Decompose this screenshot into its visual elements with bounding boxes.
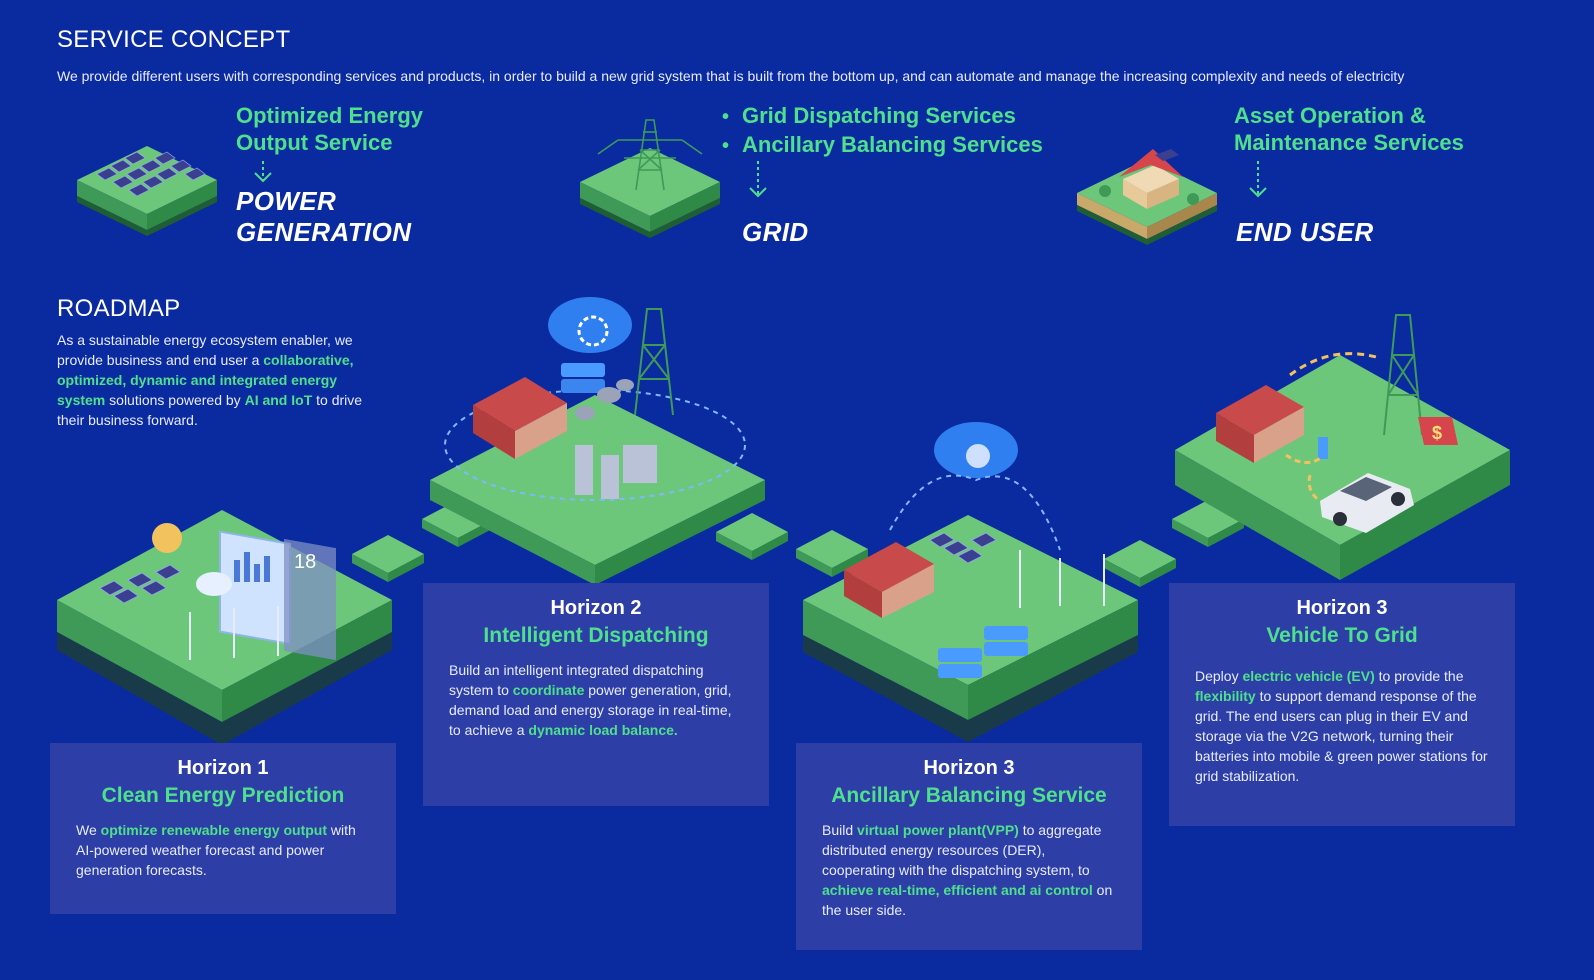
roadmap-highlight: AI and IoT: [244, 392, 313, 408]
connector-tile: [352, 535, 424, 582]
connector-tile: [1104, 540, 1176, 587]
grid-label: GRID: [742, 217, 809, 248]
card-horizon-label: Horizon 3: [923, 757, 1015, 779]
card-title: Vehicle To Grid: [1266, 624, 1418, 647]
horizon2-platform-illustration: [430, 297, 765, 585]
roadmap-highlight: collaborative, optimized, dynamic and in…: [57, 352, 354, 408]
grid-services-list: Grid Dispatching Services Ancillary Bala…: [722, 102, 1043, 160]
service-title-line: Maintenance Services: [1234, 130, 1464, 155]
service-concept-heading: SERVICE CONCEPT: [57, 26, 291, 53]
dashed-arrow-down-icon: [1247, 160, 1269, 200]
roadmap-heading: ROADMAP: [57, 295, 181, 322]
screen-number: 18: [294, 551, 316, 573]
service-title-line: Output Service: [236, 130, 393, 155]
dollar-sign: $: [1432, 423, 1442, 443]
service-title-line: Asset Operation &: [1234, 103, 1426, 128]
desc-text: power generation, grid, demand load and …: [449, 682, 732, 738]
roadmap-text: solutions powered by: [105, 392, 245, 408]
card-horizon-label: Horizon 3: [1296, 597, 1388, 619]
desc-text: Build: [822, 822, 858, 838]
card-horizon3-ancillary-balancing: Horizon 3 Ancillary Balancing Service Bu…: [796, 743, 1142, 950]
service-title-line: Optimized Energy: [236, 103, 424, 128]
card-description: Build an intelligent integrated dispatch…: [449, 660, 743, 740]
bullet-grid-dispatching: Grid Dispatching Services: [722, 102, 1043, 131]
horizon3-v2g-platform-illustration: $: [1175, 314, 1510, 580]
dashed-arrow-down-icon: [252, 160, 274, 184]
card-description: Build virtual power plant(VPP) to aggreg…: [822, 820, 1116, 920]
target-line: END USER: [1236, 217, 1374, 247]
card-horizon1-clean-energy: Horizon 1 Clean Energy Prediction We opt…: [50, 743, 396, 914]
card-horizon3-vehicle-to-grid: Horizon 3 Vehicle To Grid Deploy electri…: [1169, 583, 1515, 826]
card-horizon2-intelligent-dispatching: Horizon 2 Intelligent Dispatching Build …: [423, 583, 769, 806]
desc-text: to support demand response of the grid. …: [1195, 688, 1488, 784]
desc-highlight: coordinate: [512, 682, 585, 698]
desc-highlight: electric vehicle (EV): [1242, 668, 1375, 684]
roadmap-text: As a sustainable energy ecosystem enable…: [57, 332, 353, 368]
asset-operation-service-title: Asset Operation & Maintenance Services: [1234, 102, 1464, 156]
card-title: Clean Energy Prediction: [101, 784, 345, 807]
card-title: Intelligent Dispatching: [483, 624, 709, 647]
card-description: Deploy electric vehicle (EV) to provide …: [1195, 666, 1489, 786]
roadmap-text: to drive their business forward.: [57, 392, 363, 428]
desc-highlight: virtual power plant(VPP): [857, 822, 1019, 838]
end-user-label: END USER: [1236, 217, 1374, 248]
desc-text: with AI-powered weather forecast and pow…: [76, 822, 356, 878]
desc-text: on the user side.: [822, 882, 1113, 918]
desc-highlight: optimize renewable energy output: [100, 822, 328, 838]
power-generation-label: POWER GENERATION: [236, 186, 411, 248]
card-horizon-label: Horizon 1: [177, 757, 269, 779]
roadmap-description: As a sustainable energy ecosystem enable…: [57, 330, 382, 430]
target-line: GENERATION: [236, 217, 412, 247]
card-title: Ancillary Balancing Service: [831, 784, 1107, 807]
solar-farm-tile-illustration: [77, 146, 217, 236]
connector-tile: [716, 513, 788, 560]
card-description: We optimize renewable energy output with…: [76, 820, 370, 880]
service-intro: We provide different users with correspo…: [57, 68, 1405, 84]
horizon1-platform-illustration: 18: [57, 510, 392, 745]
bullet-ancillary-balancing: Ancillary Balancing Services: [722, 131, 1043, 160]
desc-highlight: flexibility: [1195, 688, 1256, 704]
target-line: GRID: [742, 217, 809, 247]
house-tile-illustration: [1077, 149, 1217, 245]
desc-text: to aggregate distributed energy resource…: [822, 822, 1102, 878]
desc-text: We: [76, 822, 101, 838]
card-horizon-label: Horizon 2: [550, 597, 642, 619]
desc-text: to provide the: [1374, 668, 1464, 684]
desc-text: Deploy: [1195, 668, 1243, 684]
desc-text: Build an intelligent integrated dispatch…: [449, 662, 704, 698]
horizon3-ancillary-platform-illustration: [803, 422, 1138, 742]
transmission-tower-tile-illustration: [580, 119, 720, 238]
connector-tile: [796, 530, 868, 577]
desc-highlight: achieve real-time, efficient and ai cont…: [822, 882, 1093, 898]
desc-highlight: dynamic load balance.: [528, 722, 678, 738]
dashed-arrow-down-icon: [747, 160, 769, 200]
optimized-energy-service-title: Optimized Energy Output Service: [236, 102, 423, 156]
target-line: POWER: [236, 186, 337, 216]
